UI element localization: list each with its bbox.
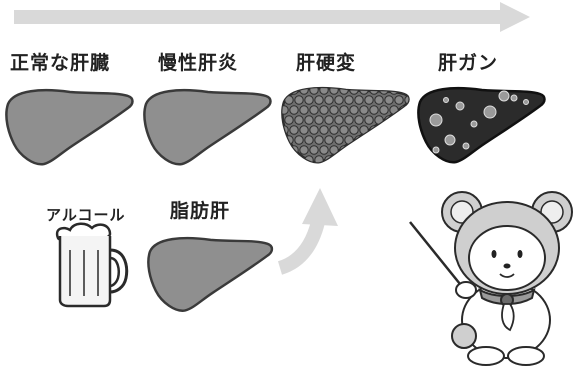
cirrhosis-nodule bbox=[300, 146, 308, 154]
cirrhosis-nodule bbox=[330, 126, 338, 134]
cirrhosis-nodule bbox=[325, 96, 333, 104]
pointer-stick bbox=[410, 222, 460, 284]
cirrhosis-nodule bbox=[315, 136, 323, 144]
cirrhosis-nodule bbox=[295, 96, 303, 104]
cirrhosis-nodule bbox=[285, 116, 293, 124]
cirrhosis-nodule bbox=[405, 136, 413, 144]
cirrhosis-nodule bbox=[395, 96, 403, 104]
fatty-liver-label: 脂肪肝 bbox=[170, 196, 230, 223]
cirrhosis-nodule bbox=[365, 116, 373, 124]
cirrhosis-nodule bbox=[290, 126, 298, 134]
cirrhosis-nodule bbox=[390, 126, 398, 134]
cirrhosis-nodule bbox=[335, 156, 343, 164]
cirrhosis-nodule bbox=[280, 106, 288, 114]
cirrhosis-nodule bbox=[300, 106, 308, 114]
cirrhosis-nodule bbox=[335, 136, 343, 144]
cirrhosis-nodule bbox=[405, 156, 413, 164]
stage-label-cirrhosis: 肝硬変 bbox=[296, 48, 356, 75]
cirrhosis-nodule bbox=[365, 136, 373, 144]
cirrhosis-nodule bbox=[310, 126, 318, 134]
cirrhosis-nodule bbox=[320, 126, 328, 134]
cirrhosis-nodule bbox=[280, 86, 288, 94]
cirrhosis-nodule bbox=[350, 106, 358, 114]
cirrhosis-nodule bbox=[305, 116, 313, 124]
cirrhosis-nodule bbox=[380, 126, 388, 134]
cirrhosis-nodule bbox=[365, 156, 373, 164]
cirrhosis-nodule bbox=[355, 116, 363, 124]
progression-curve-arrow bbox=[280, 188, 338, 268]
cirrhosis-nodule bbox=[400, 146, 408, 154]
cirrhosis-nodule bbox=[325, 136, 333, 144]
cirrhosis-nodule bbox=[360, 106, 368, 114]
cirrhosis-nodule bbox=[360, 146, 368, 154]
cause-label-alcohol: アルコール bbox=[46, 204, 126, 225]
cirrhosis-nodule bbox=[325, 116, 333, 124]
cirrhosis-nodule bbox=[340, 126, 348, 134]
cirrhosis-nodule bbox=[295, 136, 303, 144]
cirrhosis-nodule bbox=[375, 96, 383, 104]
cirrhosis-nodule bbox=[350, 146, 358, 154]
progression-arrow bbox=[14, 2, 530, 32]
liver-cirrhosis bbox=[280, 86, 413, 164]
liver-cancer bbox=[418, 88, 544, 162]
cirrhosis-nodule bbox=[350, 126, 358, 134]
stage-label-chronic-hepatitis: 慢性肝炎 bbox=[158, 48, 238, 75]
cirrhosis-nodule bbox=[385, 136, 393, 144]
cirrhosis-nodule bbox=[305, 96, 313, 104]
mascot-character bbox=[410, 192, 572, 365]
beer-mug-icon bbox=[57, 224, 127, 306]
cirrhosis-nodule bbox=[300, 126, 308, 134]
liver-fatty bbox=[148, 238, 272, 311]
cirrhosis-nodule bbox=[285, 156, 293, 164]
cirrhosis-nodule bbox=[355, 96, 363, 104]
cirrhosis-nodule bbox=[380, 86, 388, 94]
cirrhosis-nodule bbox=[280, 146, 288, 154]
cirrhosis-nodule bbox=[375, 136, 383, 144]
cirrhosis-nodule bbox=[395, 116, 403, 124]
cirrhosis-nodule bbox=[400, 126, 408, 134]
liver-normal bbox=[6, 90, 132, 164]
cirrhosis-nodule bbox=[335, 96, 343, 104]
cirrhosis-nodule bbox=[405, 116, 413, 124]
cirrhosis-nodule bbox=[380, 106, 388, 114]
cirrhosis-nodule bbox=[320, 106, 328, 114]
cirrhosis-nodule bbox=[345, 136, 353, 144]
cirrhosis-nodule bbox=[390, 86, 398, 94]
cirrhosis-nodule bbox=[340, 106, 348, 114]
cirrhosis-nodule bbox=[330, 86, 338, 94]
cirrhosis-nodule bbox=[375, 156, 383, 164]
cirrhosis-nodule bbox=[305, 136, 313, 144]
cirrhosis-nodule bbox=[315, 116, 323, 124]
cirrhosis-nodule bbox=[385, 156, 393, 164]
cirrhosis-nodule bbox=[295, 116, 303, 124]
cirrhosis-nodule bbox=[345, 116, 353, 124]
cirrhosis-nodule bbox=[345, 96, 353, 104]
cirrhosis-nodule bbox=[345, 156, 353, 164]
cirrhosis-nodule bbox=[395, 156, 403, 164]
cirrhosis-nodule bbox=[330, 106, 338, 114]
cirrhosis-nodule bbox=[385, 96, 393, 104]
cirrhosis-nodule bbox=[370, 146, 378, 154]
cirrhosis-nodule bbox=[290, 106, 298, 114]
cirrhosis-nodule bbox=[355, 156, 363, 164]
stage-label-cancer: 肝ガン bbox=[438, 48, 498, 75]
cirrhosis-nodule bbox=[395, 136, 403, 144]
liver-chronic-hepatitis bbox=[144, 90, 270, 164]
cirrhosis-nodule bbox=[370, 106, 378, 114]
cirrhosis-nodule bbox=[390, 106, 398, 114]
cirrhosis-nodule bbox=[315, 96, 323, 104]
cirrhosis-nodule bbox=[335, 116, 343, 124]
cirrhosis-nodule bbox=[365, 96, 373, 104]
cirrhosis-nodule bbox=[390, 146, 398, 154]
cirrhosis-nodule bbox=[310, 146, 318, 154]
cirrhosis-nodule bbox=[320, 146, 328, 154]
stage-label-normal: 正常な肝臓 bbox=[10, 48, 110, 75]
cirrhosis-nodule bbox=[310, 106, 318, 114]
cirrhosis-nodule bbox=[380, 146, 388, 154]
